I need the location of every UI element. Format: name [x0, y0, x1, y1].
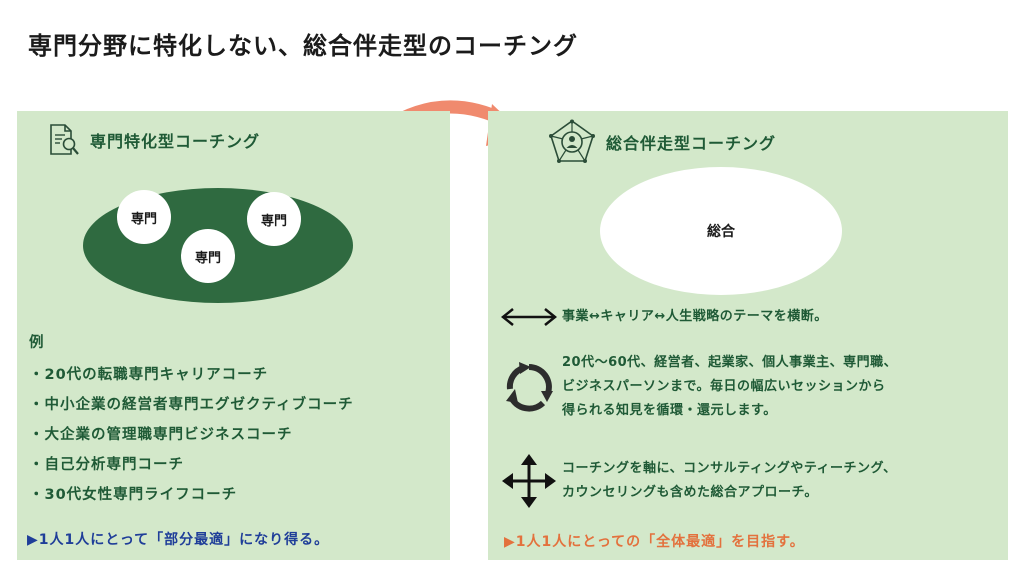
feature-knowledge-cycle: 20代〜60代、経営者、起業家、個人事業主、専門職、 ビジネスパーソンまで。毎日…: [496, 351, 897, 423]
comprehensive-coaching-title: 総合伴走型コーチング: [606, 134, 777, 153]
person-network-icon: [548, 119, 596, 165]
feature-text-line: カウンセリングも含めた総合アプローチ。: [562, 485, 818, 500]
specialty-bubble: 専門: [181, 229, 235, 283]
double-arrow-icon: [496, 306, 562, 328]
feature-text-line: 20代〜60代、経営者、起業家、個人事業主、専門職、: [562, 355, 898, 370]
example-item: ・自己分析専門コーチ: [29, 457, 184, 473]
feature-cross-domain: 事業↔キャリア↔人生戦略のテーマを横断。: [496, 305, 828, 329]
comprehensive-label: 総合: [707, 224, 735, 240]
example-item: ・20代の転職専門キャリアコーチ: [29, 367, 269, 383]
comprehensive-coaching-panel: 総合伴走型コーチング 総合 事業↔キャリア↔人生戦略のテーマを横断。: [488, 111, 1008, 560]
feature-text-line: 得られる知見を循環・還元します。: [562, 403, 777, 418]
comprehensive-coaching-header: 総合伴走型コーチング: [548, 119, 776, 165]
total-optimum-note: ▶1人1人にとっての「全体最適」を目指す。: [504, 534, 805, 550]
specialty-bubble: 専門: [117, 190, 171, 244]
partial-optimum-note: ▶1人1人にとって「部分最適」になり得る。: [27, 532, 330, 548]
feature-text-line: ビジネスパーソンまで。毎日の幅広いセッションから: [562, 379, 886, 394]
specialized-coaching-panel: 専門特化型コーチング 専門 専門 専門 例 ・20代の転職専門キャリアコーチ ・…: [17, 111, 450, 560]
specialized-coaching-title: 専門特化型コーチング: [90, 132, 261, 151]
feature-text-line: 事業↔キャリア↔人生戦略のテーマを横断。: [562, 309, 828, 324]
examples-heading: 例: [29, 335, 45, 351]
example-item: ・大企業の管理職専門ビジネスコーチ: [29, 427, 293, 443]
example-item: ・中小企業の経営者専門エグゼクティブコーチ: [29, 397, 354, 413]
document-search-icon: [48, 123, 80, 157]
comprehensive-ellipse: 総合: [600, 167, 842, 295]
specialty-bubble: 専門: [247, 192, 301, 246]
examples-list: 例 ・20代の転職専門キャリアコーチ ・中小企業の経営者専門エグゼクティブコーチ…: [29, 331, 354, 510]
feature-text-line: コーチングを軸に、コンサルティングやティーチング、: [562, 461, 897, 476]
four-way-arrows-icon: [496, 453, 562, 509]
example-item: ・30代女性専門ライフコーチ: [29, 487, 238, 503]
specialized-coaching-header: 専門特化型コーチング: [48, 123, 260, 157]
page-title: 専門分野に特化しない、総合伴走型のコーチング: [28, 32, 578, 60]
cycle-arrows-icon: [496, 361, 562, 413]
feature-comprehensive-approach: コーチングを軸に、コンサルティングやティーチング、 カウンセリングも含めた総合ア…: [496, 453, 897, 509]
